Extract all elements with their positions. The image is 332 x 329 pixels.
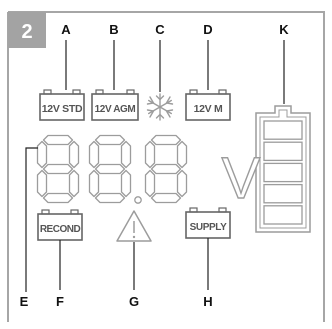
battery-segment (263, 205, 303, 225)
indicator-12v-std-label: 12V STD (42, 103, 83, 115)
seg-a (94, 134, 126, 146)
seg-f (144, 140, 156, 169)
callout-f: F (56, 294, 64, 309)
indicator-12v-std: 12V STD (39, 89, 85, 121)
volt-unit: V (222, 146, 261, 211)
seg-d (94, 192, 126, 204)
callout-d: D (203, 22, 212, 37)
indicator-12v-m-label: 12V M (194, 103, 223, 115)
callout-a: A (61, 22, 71, 37)
seg-b (120, 140, 132, 169)
callout-h: H (203, 294, 212, 309)
indicator-12v-agm-label: 12V AGM (95, 104, 136, 115)
battery-segment (263, 120, 303, 140)
figure-badge (8, 12, 46, 48)
seg-c (68, 169, 80, 198)
top-leader-lines (65, 40, 285, 104)
battery-gauge-icon (255, 105, 311, 233)
seg-e (88, 169, 100, 198)
callout-e: E (20, 294, 29, 309)
seg-c (176, 169, 188, 198)
callout-k: K (279, 22, 289, 37)
digit-3-seven-segment (144, 134, 188, 204)
battery-segment (263, 162, 303, 183)
decimal-point (134, 196, 142, 204)
seg-a (42, 134, 74, 146)
seg-g (150, 163, 182, 175)
figure-number: 2 (21, 21, 32, 43)
indicator-recond: RECOND (37, 209, 83, 241)
battery-segments (263, 120, 303, 225)
indicator-supply: SUPPLY (185, 207, 231, 239)
seg-a (150, 134, 182, 146)
seg-f (36, 140, 48, 169)
seg-g (42, 163, 74, 175)
battery-segment (263, 183, 303, 204)
seg-e (36, 169, 48, 198)
seg-b (176, 140, 188, 169)
callout-c: C (155, 22, 165, 37)
digit-1-seven-segment (36, 134, 80, 204)
snowflake-icon (146, 93, 174, 121)
seg-e (144, 169, 156, 198)
seg-d (150, 192, 182, 204)
callout-b: B (109, 22, 118, 37)
seg-d (42, 192, 74, 204)
warning-triangle-icon (116, 210, 152, 242)
seg-g (94, 163, 126, 175)
digit-2-seven-segment (88, 134, 132, 204)
leader-e (25, 147, 38, 292)
callout-g: G (129, 294, 139, 309)
seg-c (120, 169, 132, 198)
seg-b (68, 140, 80, 169)
indicator-12v-agm: 12V AGM (91, 89, 139, 121)
battery-segment (263, 141, 303, 162)
indicator-supply-label: SUPPLY (190, 222, 227, 233)
indicator-recond-label: RECOND (40, 224, 81, 235)
seg-f (88, 140, 100, 169)
frame-border (7, 11, 325, 322)
indicator-12v-m: 12V M (185, 89, 231, 121)
